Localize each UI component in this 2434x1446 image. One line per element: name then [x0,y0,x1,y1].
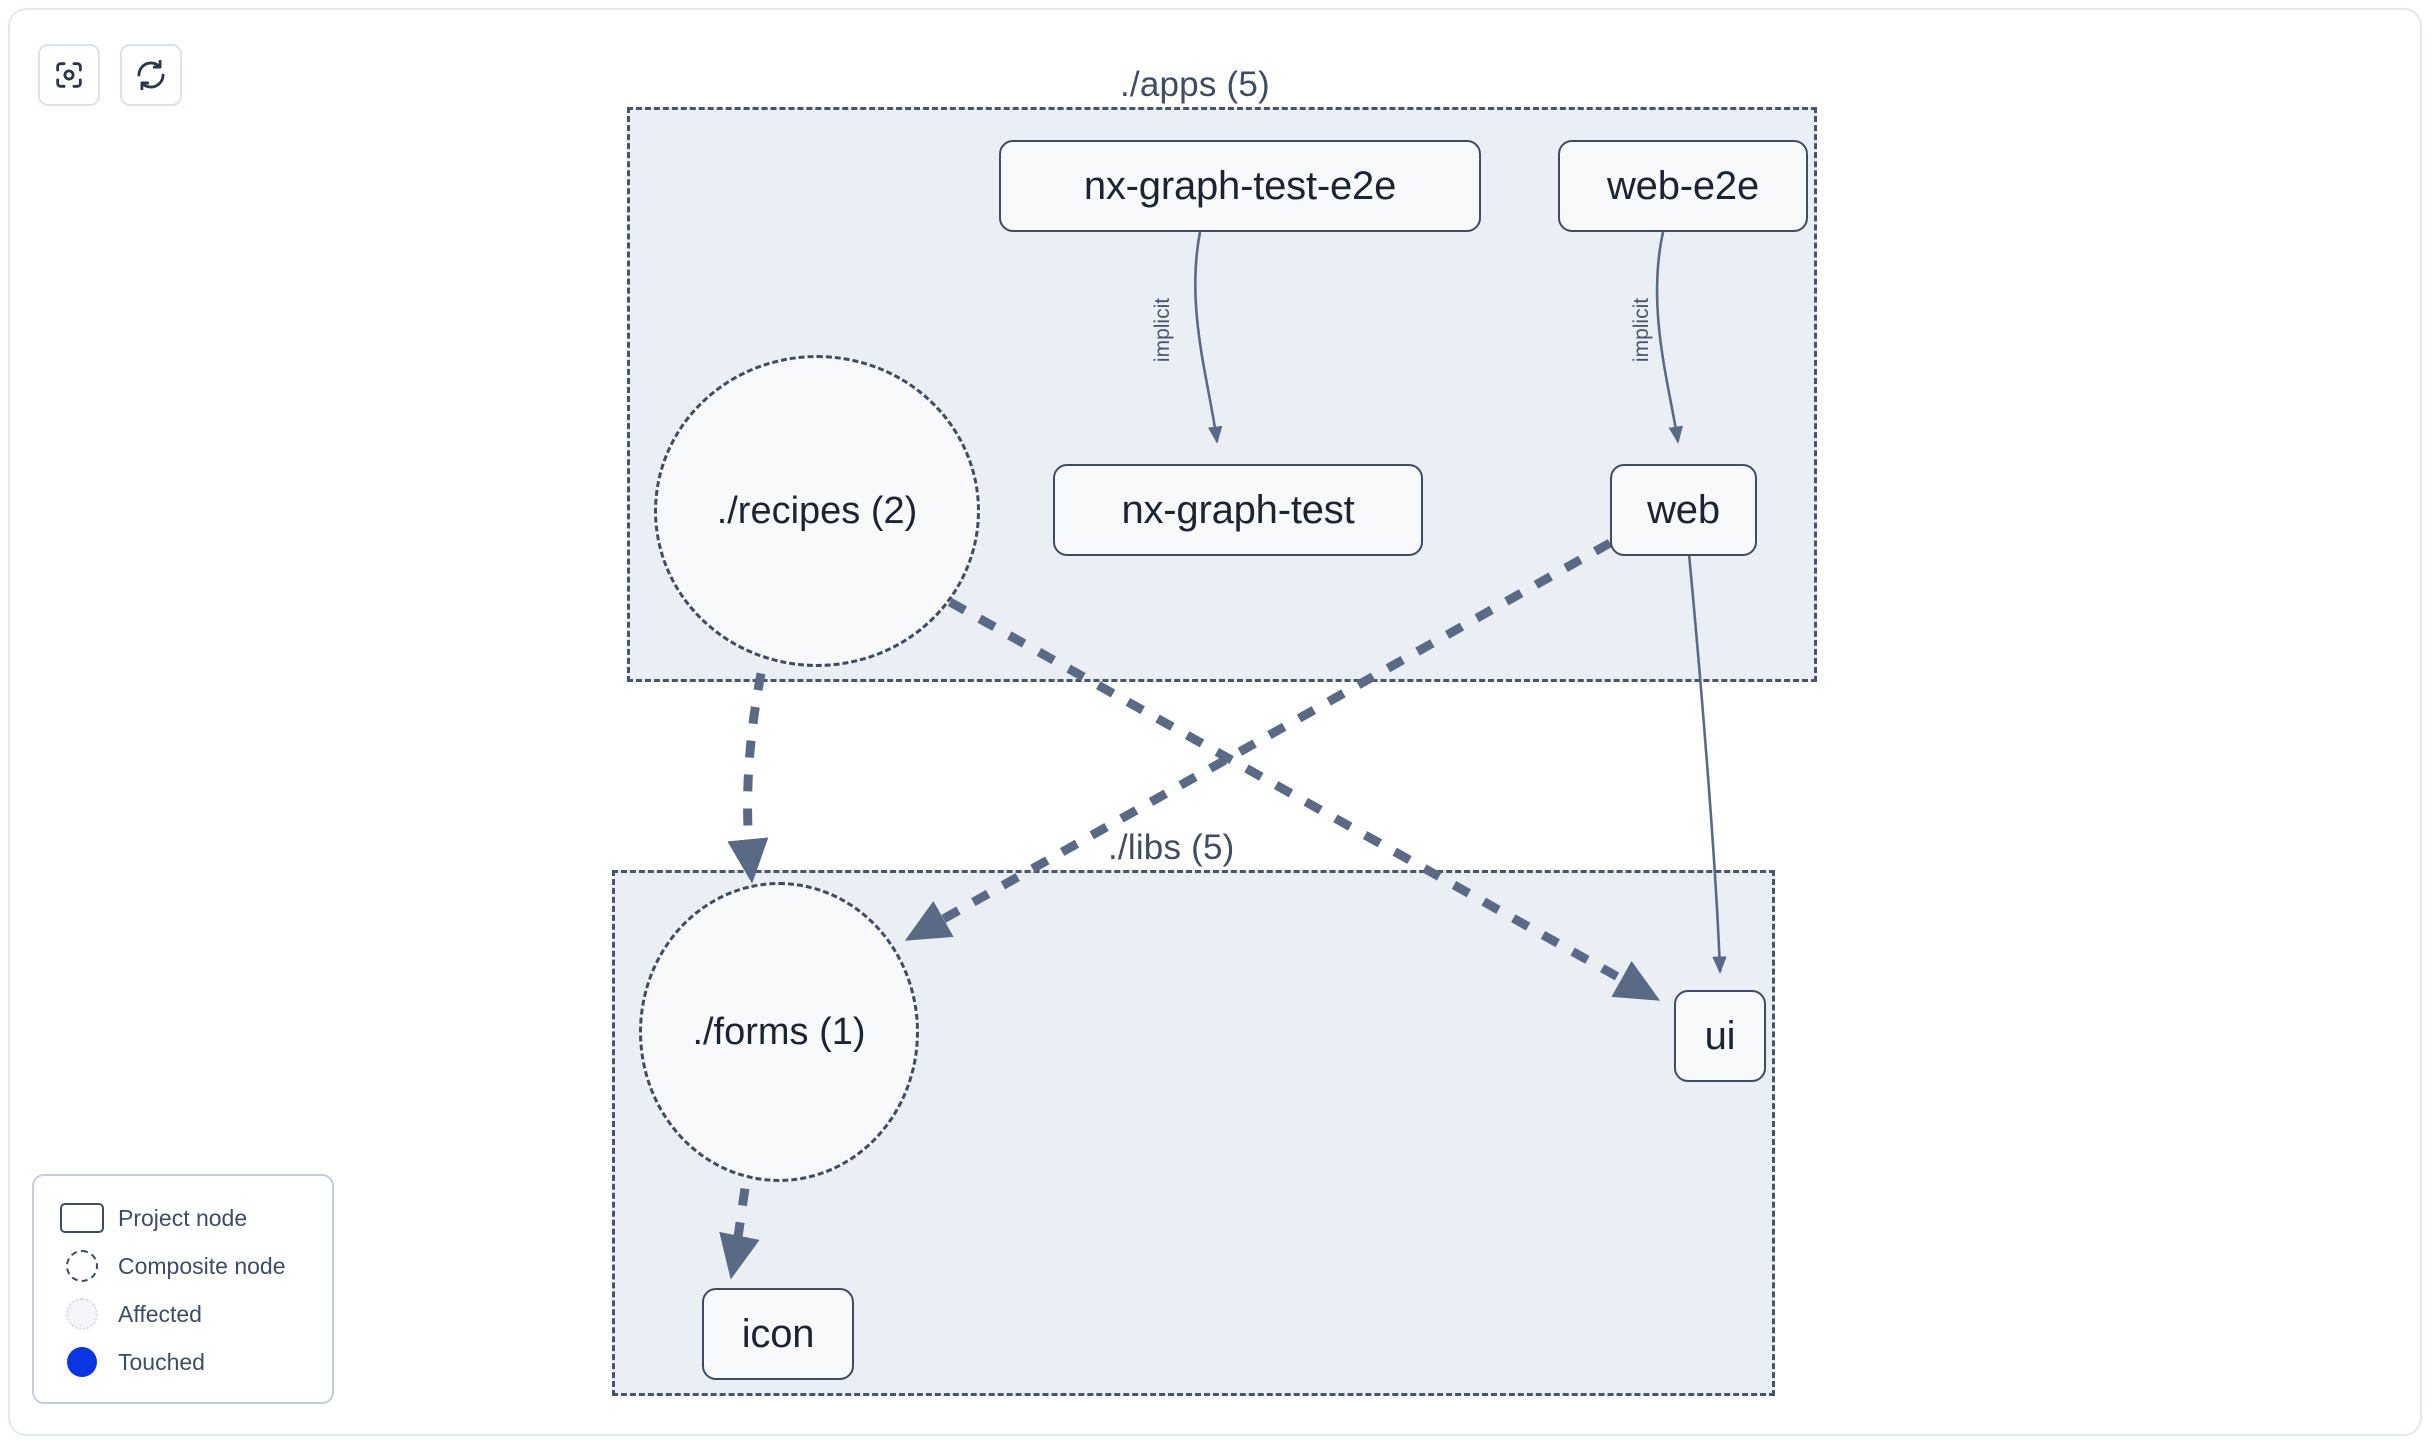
legend-item-touched: Touched [56,1338,314,1386]
touched-swatch [56,1347,108,1377]
refresh-icon [134,58,168,92]
composite-node-recipes-label: ./recipes (2) [716,489,918,532]
legend-item-project-node-label: Project node [118,1204,248,1231]
composite-node-forms-label: ./forms (1) [692,1010,866,1053]
group-apps-label: ./apps (5) [1120,65,1270,104]
refresh-graph-button[interactable] [120,44,182,106]
project-node-nx-graph-test-e2e-label: nx-graph-test-e2e [1083,163,1397,208]
project-node-nx-graph-test-label: nx-graph-test [1121,487,1355,532]
group-libs-label: ./libs (5) [1108,828,1235,867]
project-node-icon[interactable]: icon [702,1288,854,1380]
composite-node-forms[interactable]: ./forms (1) [639,882,919,1182]
focus-target-icon [52,58,86,92]
project-node-web[interactable]: web [1610,464,1757,556]
legend-item-affected: Affected [56,1290,314,1338]
composite-node-swatch [56,1250,108,1282]
legend-item-composite-node: Composite node [56,1242,314,1290]
project-node-nx-graph-test-e2e[interactable]: nx-graph-test-e2e [999,140,1481,232]
project-node-ui-label: ui [1704,1013,1736,1058]
graph-legend: Project node Composite node Affected Tou… [32,1174,334,1404]
legend-item-touched-label: Touched [118,1348,205,1375]
legend-item-affected-label: Affected [118,1300,202,1327]
project-node-ui[interactable]: ui [1674,990,1766,1082]
project-node-swatch [56,1203,108,1233]
edge-label-implicit-web: implicit [1630,297,1653,363]
focus-graph-button[interactable] [38,44,100,106]
affected-swatch [56,1298,108,1330]
project-node-icon-label: icon [741,1311,815,1356]
project-node-web-label: web [1647,487,1720,532]
project-node-web-e2e[interactable]: web-e2e [1558,140,1808,232]
legend-item-composite-node-label: Composite node [118,1252,286,1279]
project-node-nx-graph-test[interactable]: nx-graph-test [1053,464,1423,556]
composite-node-recipes[interactable]: ./recipes (2) [654,355,980,667]
graph-toolbar [38,44,182,106]
edge-label-implicit-nx-graph-test: implicit [1151,297,1174,363]
project-node-web-e2e-label: web-e2e [1606,163,1760,208]
graph-canvas[interactable]: ./apps (5) ./libs (5) [10,10,2420,1434]
graph-app-frame: ./apps (5) ./libs (5) [8,8,2422,1436]
legend-item-project-node: Project node [56,1194,314,1242]
